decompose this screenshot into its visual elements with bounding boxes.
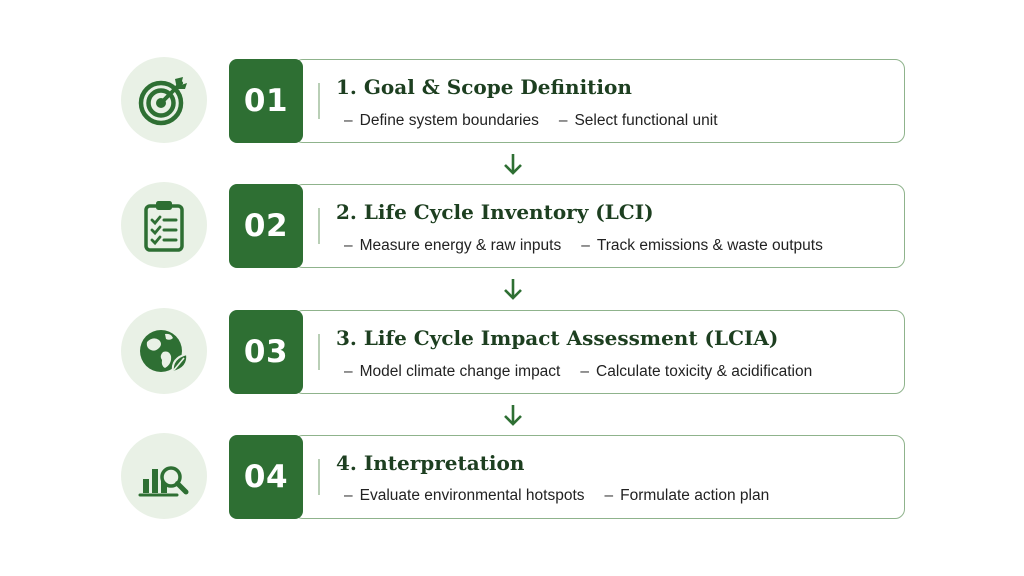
step-1-bullet-1: –Define system boundaries xyxy=(344,112,539,130)
step-4-title: 4. Interpretation xyxy=(336,451,525,475)
bullet-dash: – xyxy=(604,487,614,504)
step-4-separator xyxy=(318,459,320,495)
bar-chart-magnifier-icon xyxy=(138,466,189,497)
step-3-icon-circle xyxy=(121,308,207,394)
step-2-title: 2. Life Cycle Inventory (LCI) xyxy=(336,200,654,224)
arrow-down-icon xyxy=(502,403,524,427)
bullet-text: Track emissions & waste outputs xyxy=(596,237,823,254)
step-3-bullet-1: –Model climate change impact xyxy=(344,363,560,381)
step-3-bullets: –Model climate change impact –Calculate … xyxy=(344,363,812,381)
bullet-dash: – xyxy=(558,112,568,129)
step-2-bullet-2: –Track emissions & waste outputs xyxy=(581,237,823,255)
step-1-title: 1. Goal & Scope Definition xyxy=(336,75,632,99)
step-4-icon-circle xyxy=(121,433,207,519)
step-3-number: 03 xyxy=(229,310,303,394)
globe-leaf-icon xyxy=(140,330,189,374)
step-1-card xyxy=(293,59,905,143)
bullet-dash: – xyxy=(580,363,589,380)
bullet-text: Calculate toxicity & acidification xyxy=(596,363,813,380)
step-3-bullet-2: –Calculate toxicity & acidification xyxy=(580,363,812,381)
bullet-dash: – xyxy=(581,237,590,254)
step-4-bullets: –Evaluate environmental hotspots –Formul… xyxy=(344,487,769,505)
clipboard-checklist-icon xyxy=(144,201,184,252)
bullet-dash: – xyxy=(344,487,353,504)
step-1-bullet-2: –Select functional unit xyxy=(559,112,718,130)
step-1-number: 01 xyxy=(229,59,303,143)
bullet-text: Formulate action plan xyxy=(620,487,770,504)
step-1-separator xyxy=(318,83,320,119)
step-1-icon-circle xyxy=(121,57,207,143)
step-2-number: 02 xyxy=(229,184,303,268)
arrow-down-icon xyxy=(502,152,524,176)
arrow-down-icon xyxy=(502,277,524,301)
step-2-separator xyxy=(318,208,320,244)
step-3-card xyxy=(293,310,905,394)
step-3-title: 3. Life Cycle Impact Assessment (LCIA) xyxy=(336,326,779,350)
step-4-bullet-1: –Evaluate environmental hotspots xyxy=(344,487,585,505)
bullet-text: Measure energy & raw inputs xyxy=(359,237,562,254)
bullet-text: Select functional unit xyxy=(574,112,718,129)
bullet-dash: – xyxy=(344,112,353,129)
step-3-separator xyxy=(318,334,320,370)
step-4-number: 04 xyxy=(229,435,303,519)
bullet-text: Define system boundaries xyxy=(359,112,539,129)
bullet-dash: – xyxy=(344,363,353,380)
step-2-card xyxy=(293,184,905,268)
step-4-bullet-2: –Formulate action plan xyxy=(605,487,770,505)
target-icon xyxy=(138,77,187,126)
step-2-bullets: –Measure energy & raw inputs –Track emis… xyxy=(344,237,823,255)
step-4-card xyxy=(293,435,905,519)
bullet-text: Model climate change impact xyxy=(359,363,561,380)
step-1-bullets: –Define system boundaries –Select functi… xyxy=(344,112,718,130)
bullet-text: Evaluate environmental hotspots xyxy=(359,487,585,504)
bullet-dash: – xyxy=(344,237,353,254)
step-2-icon-circle xyxy=(121,182,207,268)
step-2-bullet-1: –Measure energy & raw inputs xyxy=(344,237,561,255)
